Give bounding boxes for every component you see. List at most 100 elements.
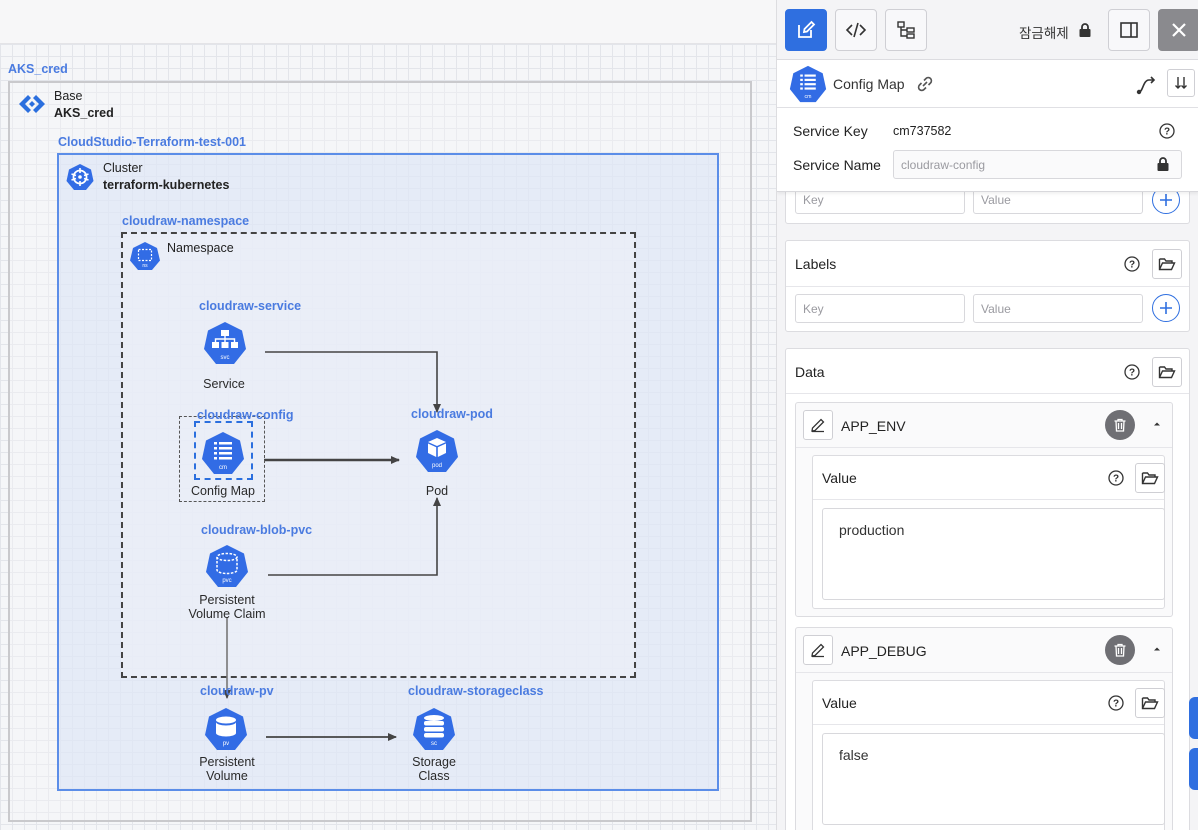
service-key-value: cm737582 bbox=[893, 124, 952, 138]
help-icon[interactable]: ? bbox=[1108, 695, 1124, 711]
data-title: Data bbox=[795, 364, 825, 380]
service-key-label: Service Key bbox=[793, 123, 868, 139]
trash-icon bbox=[1114, 418, 1126, 432]
side-tab-button[interactable] bbox=[1189, 697, 1198, 739]
data-folder-button[interactable] bbox=[1152, 357, 1182, 387]
pv-type-line2: Volume bbox=[206, 769, 248, 783]
chevron-up-icon[interactable] bbox=[1152, 644, 1162, 654]
pvc-type-line1: Persistent bbox=[199, 593, 255, 607]
pvc-type-line2: Volume Claim bbox=[188, 607, 266, 621]
service-node-name: cloudraw-service bbox=[199, 299, 302, 313]
pv-abbr: pv bbox=[223, 741, 229, 747]
route-icon[interactable] bbox=[1135, 74, 1157, 96]
value-textarea[interactable]: false bbox=[822, 733, 1165, 825]
label-value-input[interactable]: Value bbox=[973, 294, 1143, 323]
plus-icon bbox=[1160, 194, 1172, 206]
service-name-label: Service Name bbox=[793, 157, 881, 173]
resource-header: cm Config Map bbox=[777, 60, 1198, 108]
labels-folder-button[interactable] bbox=[1152, 249, 1182, 279]
divider bbox=[813, 724, 1164, 725]
toggle-sidebar-button[interactable] bbox=[1108, 9, 1150, 51]
value-label: Value bbox=[822, 470, 857, 486]
code-icon bbox=[845, 22, 867, 38]
divider bbox=[813, 499, 1164, 500]
svg-text:?: ? bbox=[1113, 474, 1119, 485]
delete-item-button[interactable] bbox=[1105, 410, 1135, 440]
pod-node-type: Pod bbox=[425, 484, 449, 498]
resource-group-label: CloudStudio-Terraform-test-001 bbox=[58, 135, 246, 149]
sc-abbr: sc bbox=[431, 741, 437, 747]
sort-button[interactable] bbox=[1167, 69, 1195, 97]
value-folder-button[interactable] bbox=[1135, 688, 1165, 718]
divider bbox=[786, 286, 1189, 287]
config-map-selection[interactable] bbox=[179, 416, 265, 502]
service-abbr: svc bbox=[221, 355, 230, 361]
pvc-node-name: cloudraw-blob-pvc bbox=[201, 523, 313, 537]
annotation-value-placeholder: Value bbox=[981, 192, 1011, 207]
value-folder-button[interactable] bbox=[1135, 463, 1165, 493]
edit-mode-button[interactable] bbox=[785, 9, 827, 51]
edit-key-button[interactable] bbox=[803, 410, 833, 440]
help-icon[interactable]: ? bbox=[1124, 364, 1140, 380]
cluster-type-label: Cluster bbox=[103, 161, 143, 175]
close-icon bbox=[1172, 23, 1186, 37]
side-tab-button[interactable] bbox=[1189, 748, 1198, 790]
labels-title: Labels bbox=[795, 256, 837, 272]
tree-view-button[interactable] bbox=[885, 9, 927, 51]
delete-item-button[interactable] bbox=[1105, 635, 1135, 665]
svg-text:?: ? bbox=[1164, 127, 1170, 138]
help-icon[interactable]: ? bbox=[1108, 470, 1124, 486]
add-label-button[interactable] bbox=[1152, 294, 1180, 322]
service-node-type: Service bbox=[203, 377, 245, 391]
folder-open-icon bbox=[1141, 472, 1159, 485]
panel-toolbar: 잠금해제 bbox=[777, 0, 1198, 60]
data-card: Data ? APP_ENV bbox=[785, 348, 1190, 830]
svg-text:?: ? bbox=[1129, 368, 1135, 379]
resource-abbr: cm bbox=[805, 94, 812, 100]
diagram-canvas[interactable]: AKS_cred Base AKS_cred CloudStudio-Terra… bbox=[0, 0, 776, 830]
storage-class-node-icon[interactable]: sc bbox=[412, 707, 456, 751]
link-icon[interactable] bbox=[917, 76, 933, 92]
base-name-label: AKS_cred bbox=[54, 106, 114, 120]
service-node-icon[interactable]: svc bbox=[203, 321, 247, 365]
divider bbox=[796, 672, 1172, 673]
config-map-node-icon[interactable]: cm bbox=[201, 431, 245, 475]
config-node-type: Config Map bbox=[191, 484, 255, 498]
service-name-placeholder: cloudraw-config bbox=[901, 157, 986, 172]
label-key-input[interactable]: Key bbox=[795, 294, 965, 323]
close-panel-button[interactable] bbox=[1158, 9, 1198, 51]
value-textarea[interactable]: production bbox=[822, 508, 1165, 600]
lock-icon[interactable] bbox=[1077, 22, 1093, 38]
edit-key-button[interactable] bbox=[803, 635, 833, 665]
labels-card: Labels ? Key Value bbox=[785, 240, 1190, 332]
trash-icon bbox=[1114, 643, 1126, 657]
sc-node-type: Storage Class bbox=[384, 755, 484, 783]
sc-type-line1: Storage bbox=[412, 755, 456, 769]
help-icon[interactable]: ? bbox=[1159, 123, 1175, 139]
edit-icon bbox=[798, 20, 816, 38]
pencil-icon bbox=[811, 643, 825, 658]
config-map-focus bbox=[194, 421, 253, 480]
credential-label: AKS_cred bbox=[8, 62, 68, 76]
data-item-key: APP_ENV bbox=[841, 418, 906, 434]
sc-type-line2: Class bbox=[418, 769, 450, 783]
chevron-up-icon[interactable] bbox=[1152, 419, 1162, 429]
data-item-key: APP_DEBUG bbox=[841, 643, 927, 659]
folder-open-icon bbox=[1158, 258, 1176, 271]
folder-open-icon bbox=[1158, 366, 1176, 379]
canvas-top-bar bbox=[0, 0, 776, 44]
pv-node-icon[interactable]: pv bbox=[204, 707, 248, 751]
help-icon[interactable]: ? bbox=[1124, 256, 1140, 272]
resource-title: Config Map bbox=[833, 76, 905, 92]
label-value-placeholder: Value bbox=[981, 301, 1011, 316]
pvc-node-icon[interactable]: pvc bbox=[205, 544, 249, 588]
code-view-button[interactable] bbox=[835, 9, 877, 51]
value-section: Value ? production bbox=[812, 455, 1165, 609]
label-key-placeholder: Key bbox=[803, 301, 824, 316]
namespace-abbr: ns bbox=[142, 263, 148, 269]
pod-node-icon[interactable]: pod bbox=[415, 429, 459, 473]
data-item: APP_ENV Value ? bbox=[795, 402, 1173, 617]
pv-type-line1: Persistent bbox=[199, 755, 255, 769]
unlock-label[interactable]: 잠금해제 bbox=[1019, 26, 1069, 41]
data-item: APP_DEBUG Value ? bbox=[795, 627, 1173, 830]
